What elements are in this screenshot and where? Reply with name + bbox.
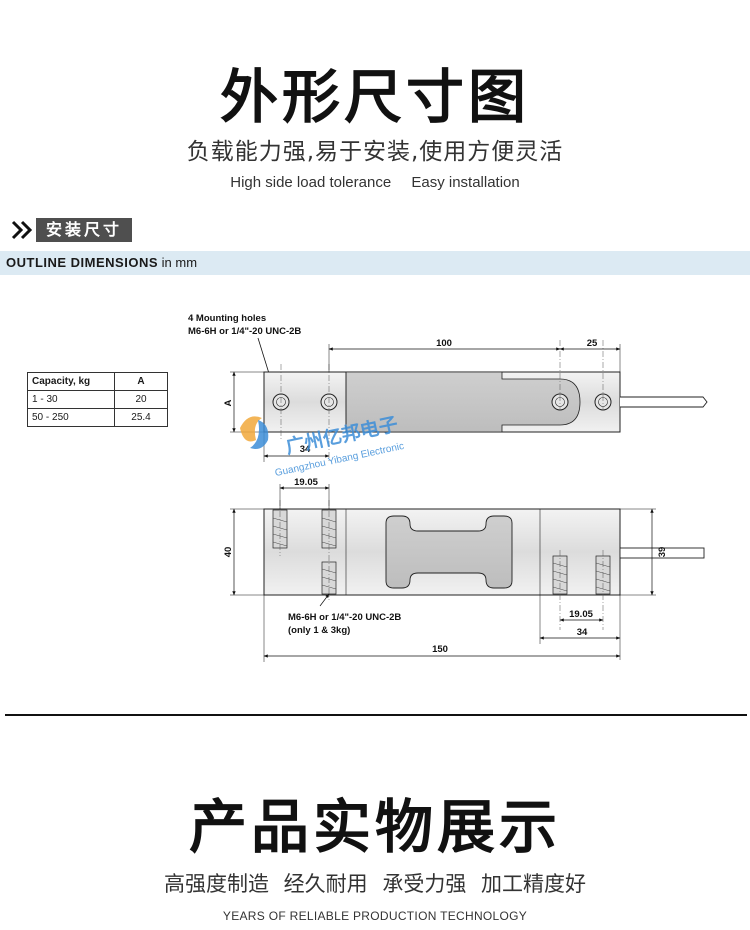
top-view: [263, 340, 708, 462]
cable-icon: [620, 396, 708, 408]
double-chevron-icon: [10, 218, 36, 242]
side-view: [263, 500, 705, 630]
showcase-title: 产品实物展示: [188, 793, 561, 861]
showcase-feature-3: 承受力强: [382, 872, 467, 896]
dim-a: A: [223, 399, 234, 406]
showcase-feature-1: 高强度制造: [163, 872, 269, 896]
dim-39: 39: [657, 547, 668, 558]
thread-note-line1: M6-6H or 1/4"-20 UNC-2B: [288, 612, 401, 623]
outline-drawing: 4 Mounting holes M6-6H or 1/4"-20 UNC-2B: [188, 313, 708, 662]
showcase-subtitle-english: YEARS OF RELIABLE PRODUCTION TECHNOLOGY: [222, 909, 528, 923]
showcase-feature-4: 加工精度好: [481, 872, 587, 896]
section-tag-label: 安装尺寸: [36, 218, 133, 242]
dim-34-top: 34: [300, 444, 311, 455]
table-cell-capacity: 50 - 250: [27, 408, 115, 427]
outline-dimensions-bar: [0, 251, 750, 275]
outline-unit: in mm: [161, 255, 198, 270]
cable-icon: [619, 547, 705, 559]
dim-19-05-bottom: 19.05: [569, 609, 593, 620]
strain-cutout-icon: [385, 515, 513, 589]
table-cell-a: 25.4: [114, 408, 168, 427]
dim-19-05-top: 19.05: [294, 477, 318, 488]
dim-100: 100: [436, 338, 452, 349]
subtitle-en-2: Easy installation: [411, 174, 520, 191]
showcase-feature-2: 经久耐用: [283, 872, 368, 896]
dim-25: 25: [587, 338, 598, 349]
capacity-table: Capacity, kg A 1 - 30 20 50 - 250 25.4: [27, 372, 168, 427]
outline-title: OUTLINE DIMENSIONS: [6, 255, 159, 270]
outline-dimensions-heading: OUTLINE DIMENSIONS in mm: [6, 255, 197, 270]
mounting-note-line2: M6-6H or 1/4"-20 UNC-2B: [188, 326, 301, 337]
section-divider: [5, 714, 747, 716]
table-row: 50 - 250 25.4: [27, 408, 168, 427]
thread-note-line2: (only 1 & 3kg): [288, 625, 350, 636]
dim-40: 40: [223, 547, 234, 558]
showcase-subtitle-chinese: 高强度制造 经久耐用 承受力强 加工精度好: [0, 868, 750, 898]
table-header-row: Capacity, kg A: [27, 372, 168, 391]
brand-logo-icon: [240, 416, 269, 449]
section-tag: 安装尺寸: [10, 218, 133, 242]
subtitle-english: High side load tolerance Easy installati…: [0, 174, 750, 191]
dim-150: 150: [432, 644, 448, 655]
subtitle-chinese: 负载能力强,易于安装,使用方便灵活: [186, 139, 564, 165]
dim-34-bottom: 34: [577, 627, 588, 638]
mounting-note-line1: 4 Mounting holes: [188, 313, 266, 324]
page-title: 外形尺寸图: [219, 63, 530, 131]
subtitle-en-1: High side load tolerance: [230, 174, 392, 191]
